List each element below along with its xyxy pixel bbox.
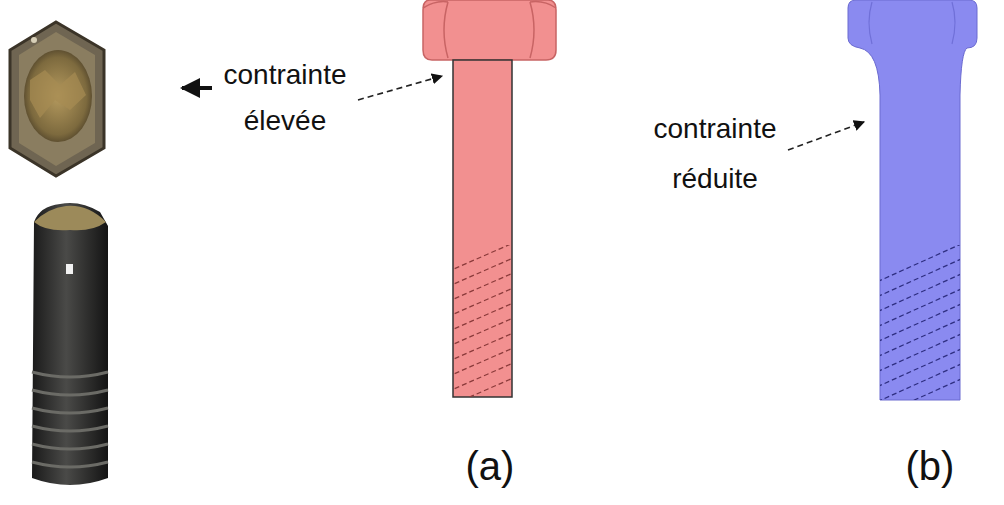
bolt-fillet — [848, 0, 977, 420]
broken-bolt-photo — [10, 22, 108, 485]
stress-label: contrainte élevée — [215, 52, 355, 144]
leader-line — [788, 122, 864, 150]
leader-line — [358, 76, 442, 100]
stress-label: contrainte réduite — [645, 104, 785, 204]
bolt-sharp-corner — [423, 0, 556, 410]
pointer-arrow — [182, 86, 212, 90]
figure-tag: (b) — [880, 440, 980, 492]
figure-tag: (a) — [440, 440, 540, 492]
